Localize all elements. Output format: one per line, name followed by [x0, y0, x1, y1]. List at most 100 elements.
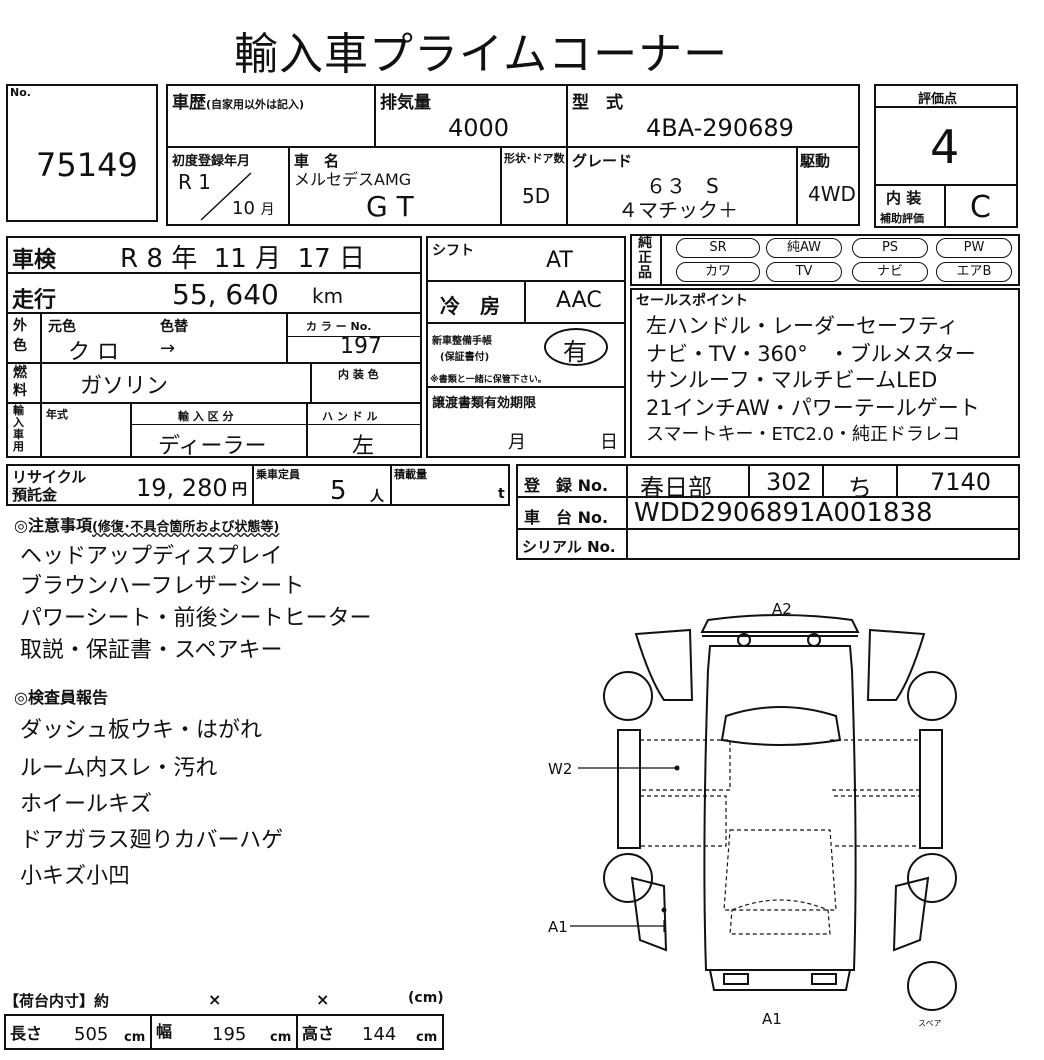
grade-line1: ６３ S	[646, 174, 719, 198]
inspector-label: ◎検査員報告	[14, 688, 108, 707]
recycle-value: 19, 280	[136, 474, 228, 502]
option-leather: カワ	[676, 262, 760, 282]
genuine-label: 純正品	[638, 235, 652, 281]
registration-class: 302	[766, 468, 812, 496]
car-damage-diagram	[570, 614, 957, 1011]
car-name-label: 車 名	[294, 152, 340, 170]
inspection-date: R 8 年 11 月 17 日	[120, 244, 365, 274]
import-class-value: ディーラー	[158, 434, 267, 459]
rating-box	[874, 84, 1018, 228]
import-label: 輸入車用	[13, 404, 24, 453]
capacity-label: 乗車定員	[256, 468, 300, 481]
grade-line2: ４マチック＋	[618, 198, 738, 222]
change-color-label: 色替	[160, 319, 188, 335]
interior-label: 内 装	[886, 189, 922, 207]
cargo-width: 195	[212, 1024, 247, 1045]
sales-point-line: ナビ・TV・360° ・ブルメスター	[646, 342, 976, 366]
notes-label: ◎注意事項(修復･不具合箇所および状態等)	[14, 516, 280, 535]
history-label: 車歴(自家用以外は記入)	[172, 93, 305, 113]
option-pw: PW	[936, 238, 1012, 258]
drive-label: 駆動	[800, 152, 831, 170]
warranty-value: 有	[563, 338, 587, 366]
option-genuine-aw: 純AW	[766, 238, 842, 258]
diagram-label-a1-side: A1	[548, 918, 568, 936]
recycle-sub-label: 預託金	[12, 486, 58, 504]
diagram-label-spare: スペア	[918, 1019, 942, 1028]
first-reg-month: 10 月	[232, 198, 275, 219]
recycle-unit: 円	[232, 480, 248, 498]
first-reg-label: 初度登録年月	[172, 154, 251, 169]
interior-value: C	[970, 190, 991, 225]
sales-point-line: サンルーフ・マルチビームLED	[646, 368, 938, 392]
interior-sub-label: 補助評価	[880, 212, 924, 225]
cargo-dimensions-box	[4, 1014, 444, 1050]
option-tv: TV	[766, 262, 842, 282]
capacity-unit: 人	[370, 489, 384, 505]
transfer-day-unit: 日	[600, 432, 618, 453]
cargo-width-unit: cm	[270, 1030, 292, 1045]
cargo-x2: ×	[316, 990, 330, 1009]
inspector-line: ホイールキズ	[20, 792, 153, 817]
grade-label: グレード	[572, 152, 633, 170]
registration-number: 7140	[930, 468, 992, 496]
lot-no-label: No.	[10, 86, 31, 99]
registration-box	[516, 464, 1020, 560]
registration-kana: ち	[848, 474, 872, 502]
model-label: 型 式	[572, 93, 623, 113]
body-doors-label: 形状･ドア数	[504, 152, 565, 165]
cargo-length-label: 長さ	[10, 1024, 43, 1043]
cargo-unit-label: (cm)	[408, 990, 444, 1006]
inspector-line: ルーム内スレ・汚れ	[20, 756, 218, 781]
import-class-label: 輸 入 区 分	[178, 410, 234, 423]
handle-value: 左	[352, 434, 375, 459]
registration-area: 春日部	[640, 474, 712, 502]
warranty-footnote: ※書類と一緒に保管下さい。	[430, 375, 547, 385]
sales-points-label: セールスポイント	[636, 293, 748, 309]
load-label: 積載量	[394, 468, 427, 481]
cargo-width-label: 幅	[156, 1022, 173, 1041]
lot-number-box	[6, 84, 158, 222]
color-code-value: 197	[340, 334, 382, 359]
body-doors-value: 5D	[522, 184, 551, 208]
note-line: ヘッドアップディスプレイ	[20, 544, 283, 569]
orig-color-label: 元色	[48, 319, 76, 335]
sales-point-line: 21インチAW・パワーテールゲート	[646, 396, 980, 420]
drive-value: 4WD	[808, 182, 856, 206]
mileage-value: 55, 640	[172, 278, 279, 311]
serial-label: シリアル No.	[522, 538, 616, 556]
vehicle-info-grid	[166, 84, 860, 226]
equipment-grid	[426, 236, 626, 458]
genuine-options-box	[630, 234, 1020, 286]
note-line: ブラウンハーフレザーシート	[20, 574, 305, 599]
ac-value: AAC	[556, 288, 602, 313]
recycle-row	[6, 464, 510, 506]
cargo-height-unit: cm	[416, 1030, 438, 1045]
cargo-x1: ×	[208, 990, 222, 1009]
inspection-label: 車検	[12, 248, 57, 273]
cargo-length-unit: cm	[124, 1030, 146, 1045]
outer-color-label: 外色	[13, 318, 27, 354]
inspector-line: ドアガラス廻りカバーハゲ	[20, 828, 284, 853]
chassis-value: WDD2906891A001838	[634, 498, 933, 528]
displacement-value: 4000	[448, 114, 510, 142]
car-maker: メルセデスAMG	[294, 170, 412, 189]
rating-label: 評価点	[918, 92, 958, 107]
model-value: 4BA-290689	[646, 114, 794, 142]
cargo-length: 505	[74, 1024, 109, 1045]
cargo-label: 【荷台内寸】約	[4, 992, 110, 1010]
model-year-label: 年式	[46, 408, 68, 421]
ac-label: 冷 房	[440, 294, 500, 318]
option-sr: SR	[676, 238, 760, 258]
transfer-month-unit: 月	[508, 432, 526, 453]
handle-label: ハ ン ド ル	[322, 410, 378, 423]
shift-label: シフト	[432, 243, 474, 259]
orig-color-value: ク ロ	[68, 340, 119, 365]
mileage-unit: km	[312, 284, 344, 308]
fuel-value: ガソリン	[80, 374, 169, 399]
cargo-height: 144	[362, 1024, 397, 1045]
diagram-label-a1-rear: A1	[762, 1010, 782, 1028]
chassis-label: 車 台 No.	[524, 508, 609, 527]
warranty-label: 新車整備手帳	[432, 336, 492, 347]
load-unit: t	[498, 486, 505, 502]
mileage-label: 走行	[12, 288, 57, 313]
